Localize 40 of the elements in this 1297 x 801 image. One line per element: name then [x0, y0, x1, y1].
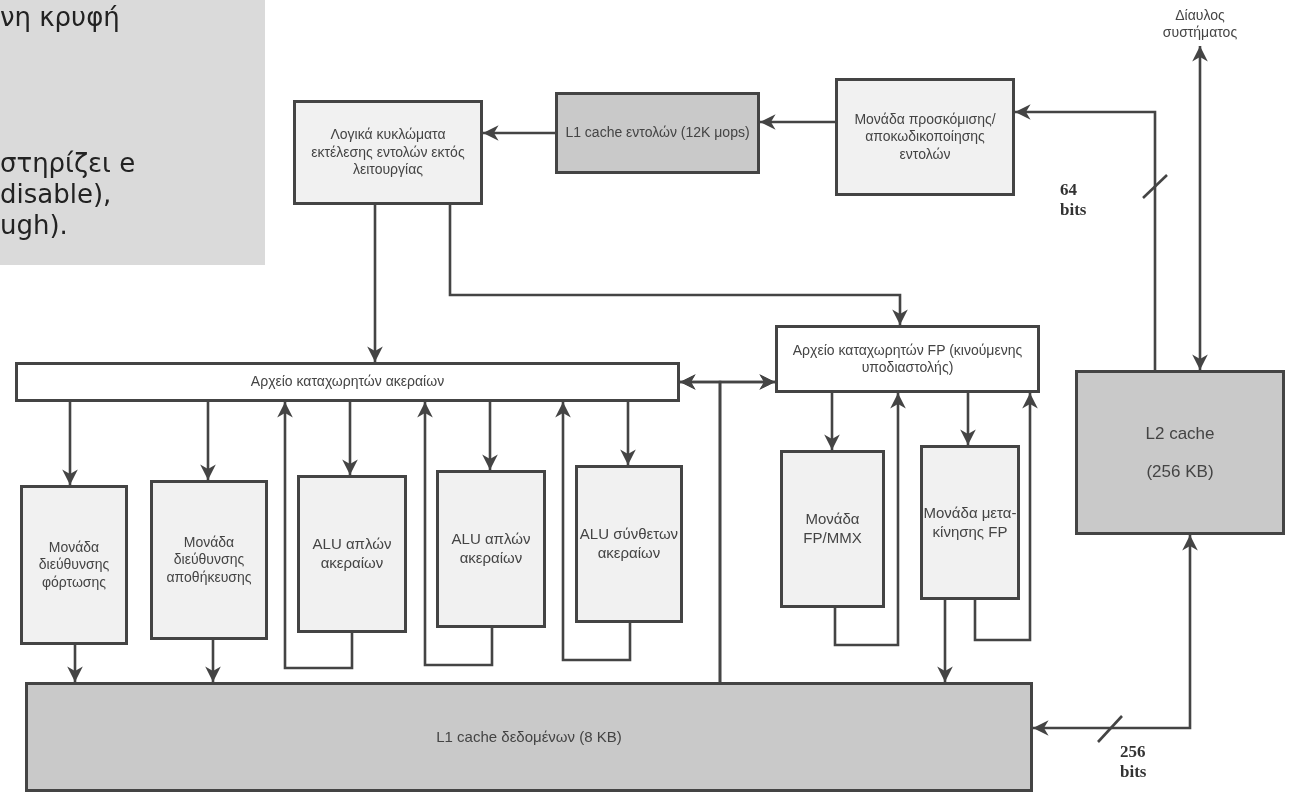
panel-text: στηρίζει e disable), ugh).	[0, 148, 137, 242]
arrow	[417, 402, 494, 667]
arrow	[1192, 46, 1208, 370]
register-file-box: Αρχείο καταχωρητών ακεραίων	[15, 362, 680, 402]
arrow	[205, 640, 221, 682]
unit-box: ALU απλών ακεραίων	[297, 475, 407, 633]
arrow	[760, 114, 835, 130]
arrow	[718, 374, 775, 682]
arrow	[277, 402, 354, 670]
arrow	[1033, 535, 1198, 736]
unit-box: Μονάδα FP/MMX	[780, 450, 885, 608]
unit-box: ALU σύνθετων ακεραίων	[575, 465, 683, 623]
cache-box: L2 cache (256 KB)	[1075, 370, 1285, 535]
process-box: Λογικά κυκλώματα εκτέλεσης εντολών εκτός λειτουργίας	[293, 100, 483, 205]
arrow	[342, 402, 358, 475]
cache-box: L1 cache εντολών (12K μops)	[555, 92, 760, 174]
arrow	[555, 402, 632, 662]
arrow	[937, 600, 953, 682]
arrow	[200, 402, 216, 480]
arrow	[482, 402, 498, 470]
process-box: Μονάδα προσκόμισης/ αποκωδικοποίησης εντολών	[835, 78, 1015, 196]
register-file-box: Αρχείο καταχωρητών FP (κινούμενης υποδιαστολής)	[775, 325, 1040, 393]
unit-box: Μονάδα μετα- κίνησης FP	[920, 445, 1020, 600]
unit-box: Μονάδα διεύθυνσης φόρτωσης	[20, 485, 128, 645]
panel-text: νη κρυφή	[0, 2, 120, 34]
unit-box: ALU απλών ακεραίων	[436, 470, 546, 628]
arrow	[67, 645, 83, 682]
bus-label: Δίαυλος συστήματος	[1150, 2, 1250, 46]
unit-box: Μονάδα διεύθυνσης αποθήκευσης	[150, 480, 268, 640]
arrow	[448, 205, 908, 325]
arrow	[620, 402, 636, 465]
arrow	[833, 393, 906, 647]
arrow	[367, 205, 383, 362]
arrow	[960, 393, 976, 445]
arrow	[62, 402, 78, 485]
cache-box: L1 cache δεδομένων (8 KB)	[25, 682, 1033, 792]
arrow	[1015, 104, 1157, 370]
arrow	[483, 125, 555, 141]
arrow	[973, 393, 1038, 642]
arrow	[824, 393, 840, 450]
